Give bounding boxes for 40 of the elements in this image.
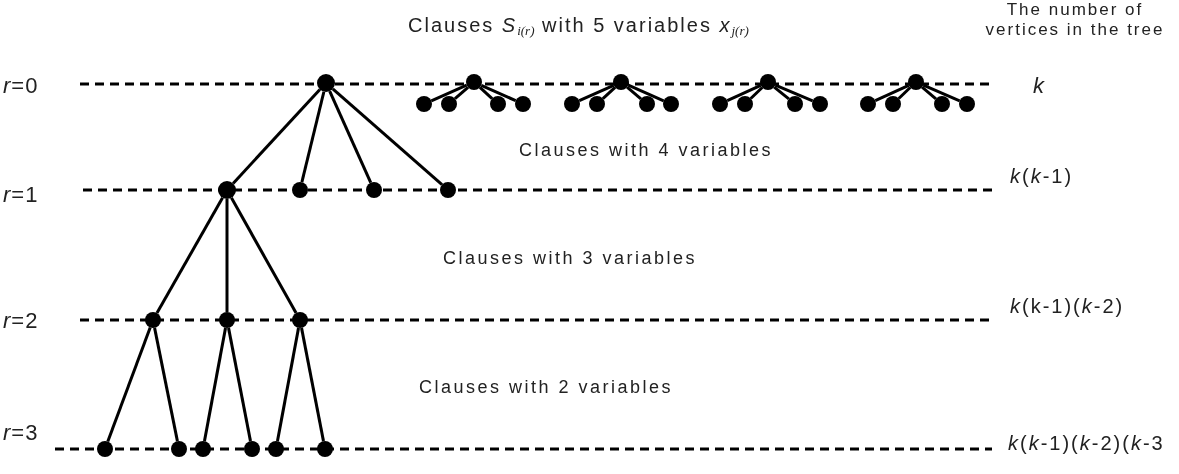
clause-label: Clauses with 3 variables: [443, 247, 698, 269]
tree-edge: [480, 83, 517, 103]
tree-edge: [225, 199, 229, 312]
tree-edge: [430, 83, 468, 103]
tree-edge: [478, 86, 494, 100]
tree-edge: [726, 83, 762, 103]
tree-edge: [601, 86, 617, 100]
vertex-count-label: k(k-1)(k-2): [1010, 294, 1125, 318]
vertex-count-label: k(k-1): [1010, 164, 1074, 188]
tree-edge: [232, 88, 321, 185]
level-label: r=2: [3, 308, 39, 334]
tree-edge: [626, 86, 642, 100]
tree-edge: [203, 327, 227, 442]
tree-edge: [155, 197, 224, 314]
tree-edge: [328, 90, 373, 184]
tree-edge: [627, 83, 665, 103]
tree-edge: [454, 86, 469, 100]
tree-edge: [227, 327, 252, 442]
vertex-count-label: k(k-1)(k-2)(k-3: [1008, 431, 1165, 455]
clause-label: Clauses with 2 variables: [419, 376, 674, 398]
tree-edge: [774, 83, 814, 103]
tree-edge: [300, 327, 325, 442]
vertex-count-label: k: [1033, 73, 1044, 99]
tree-edge: [106, 326, 152, 443]
tree-edge: [300, 91, 326, 183]
clause-heading: Clauses S$_{i(r)}$ with 5 variables x$_{j(r)}$: [408, 13, 749, 41]
tree-edge: [922, 83, 961, 103]
tree-edge: [773, 85, 790, 101]
tree-edge: [153, 327, 179, 442]
tree-edge: [230, 197, 298, 314]
tree-edge: [331, 87, 443, 186]
level-label: r=3: [3, 420, 39, 446]
tree-edge: [874, 83, 910, 103]
column-heading: The number of vertices in the tree: [984, 0, 1166, 40]
level-label: r=1: [3, 182, 39, 208]
tree-edge: [578, 83, 615, 103]
clause-label: Clauses with 4 variables: [519, 139, 774, 161]
tree-edge: [921, 86, 937, 100]
tree-edge: [276, 327, 300, 442]
level-label: r=0: [3, 73, 39, 99]
